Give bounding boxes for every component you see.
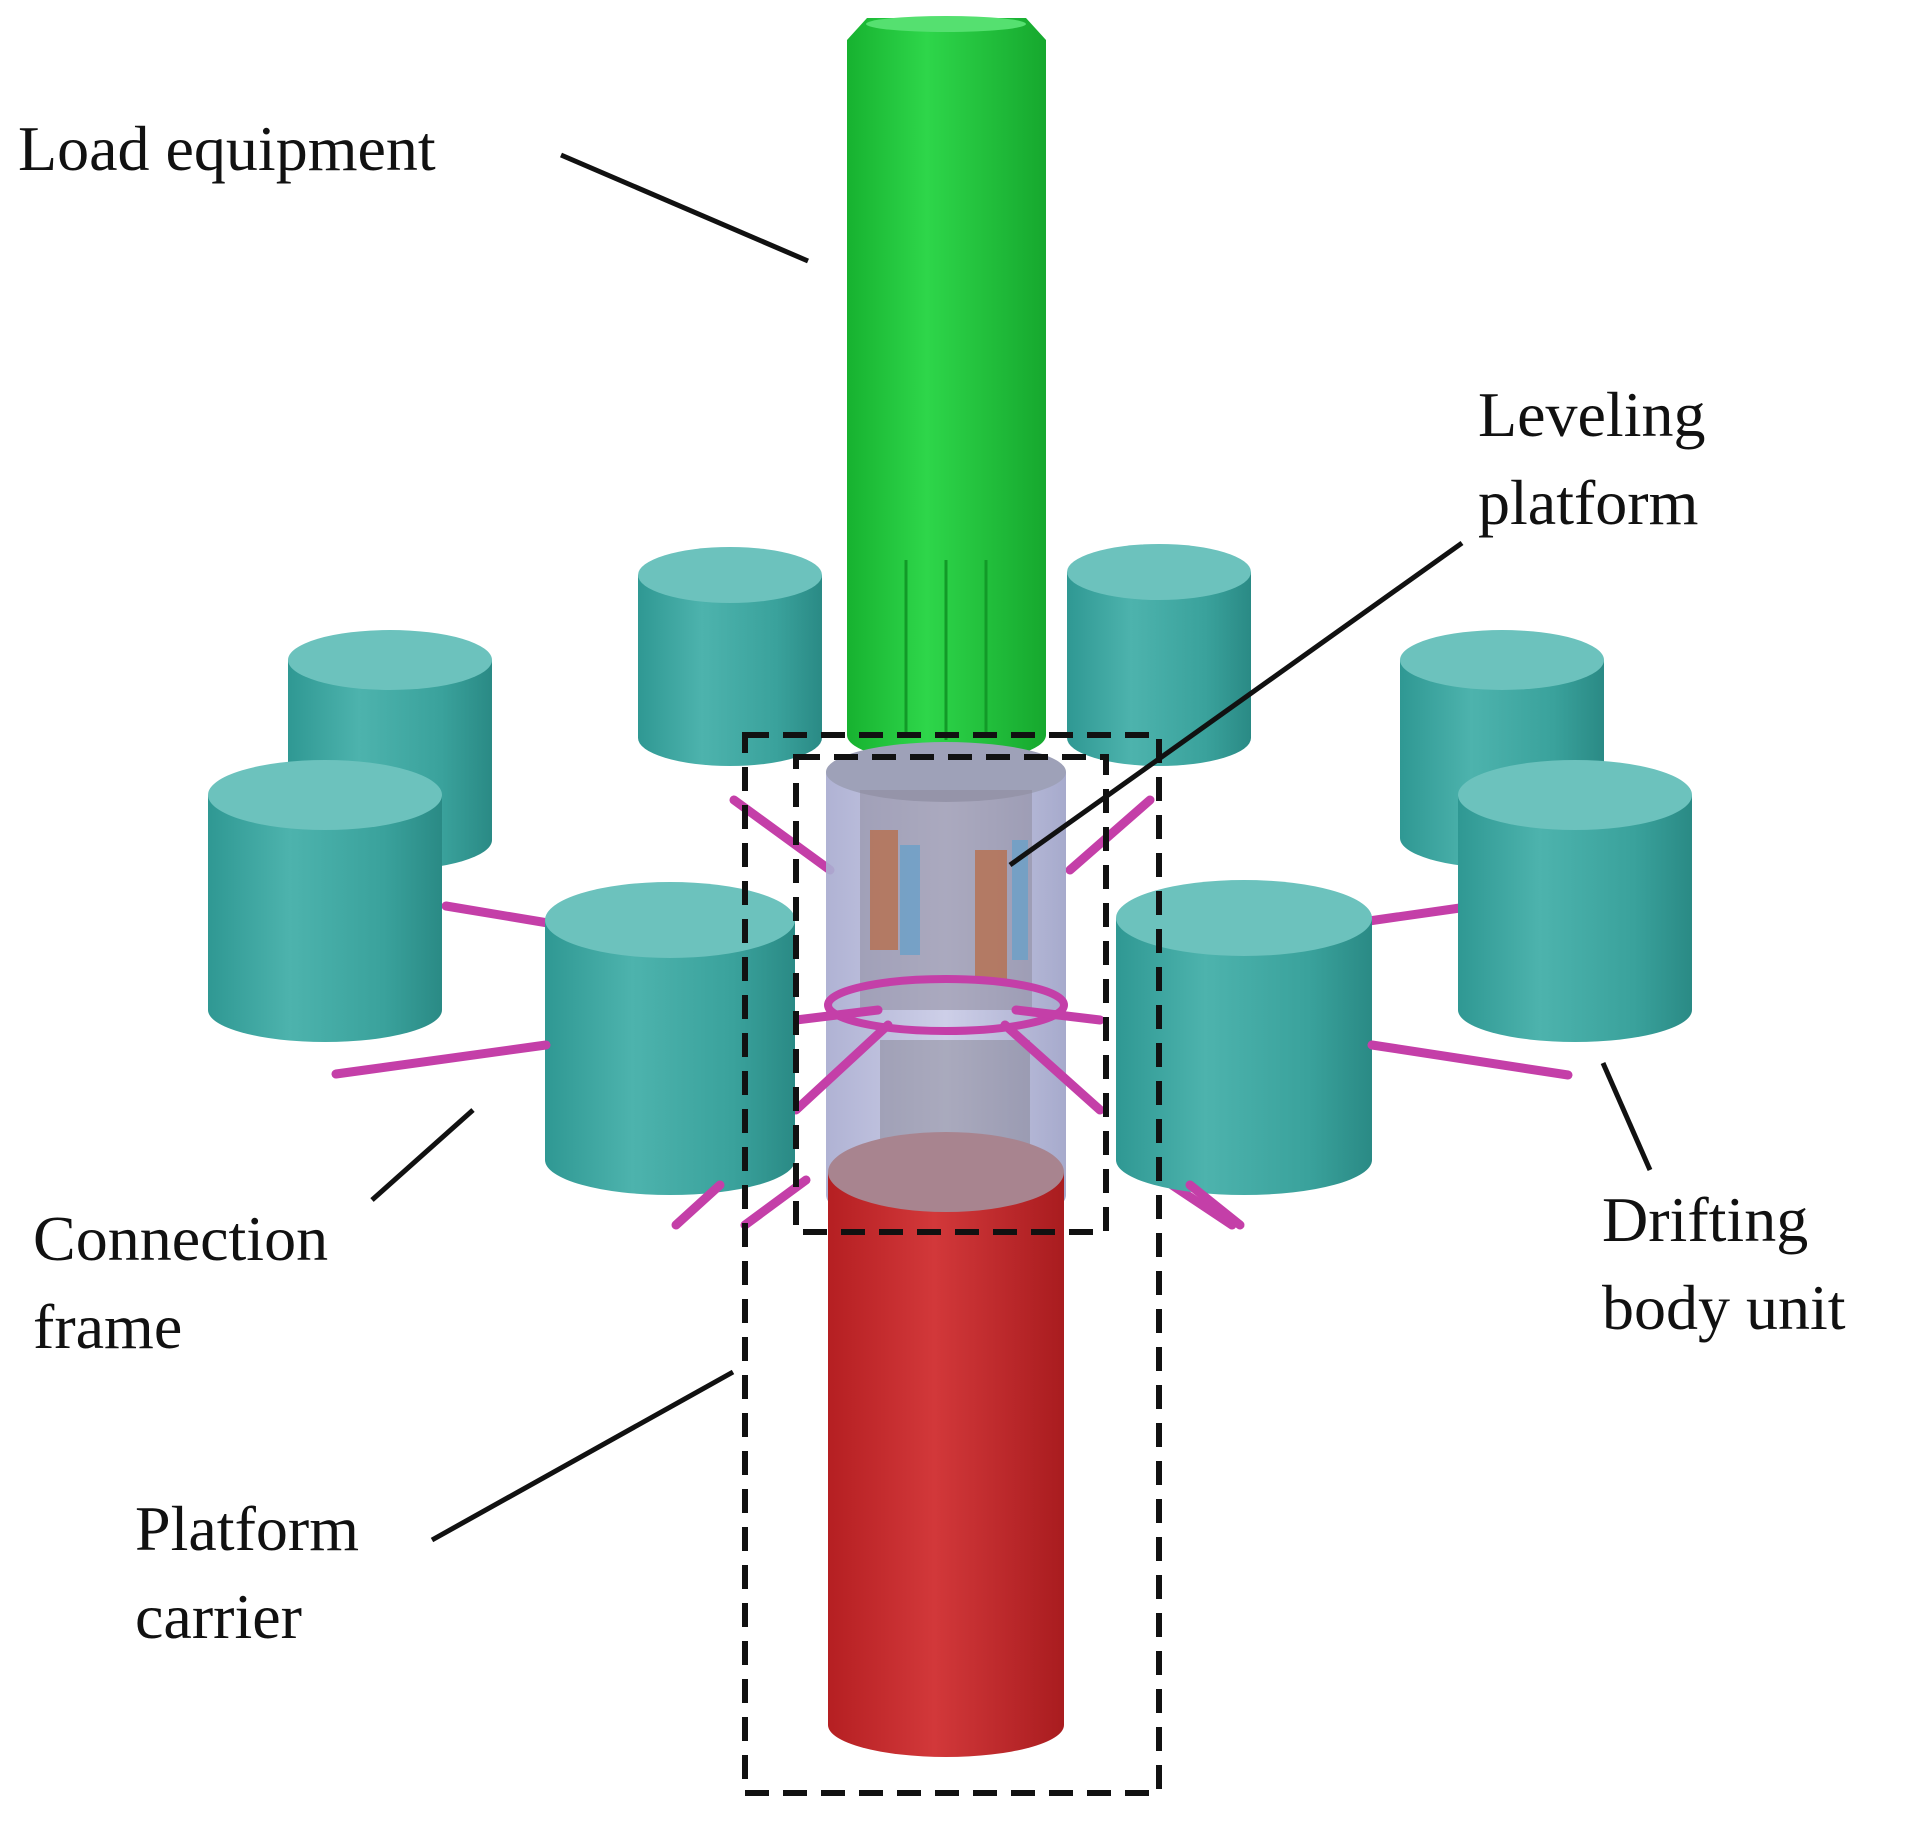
label-connection-frame: Connection frame xyxy=(33,1195,328,1371)
connection-frame xyxy=(331,1040,1573,1230)
leader-line-load-equipment xyxy=(560,152,809,264)
label-leveling-platform: Leveling platform xyxy=(1478,371,1705,547)
leader-line-platform-carrier xyxy=(430,1369,735,1543)
label-line: frame xyxy=(33,1291,183,1362)
label-load-equipment: Load equipment xyxy=(18,113,436,184)
label-line: Drifting xyxy=(1602,1184,1809,1255)
label-line: Leveling xyxy=(1478,379,1706,450)
platform-carrier xyxy=(828,1132,1064,1757)
drifting-body-unit xyxy=(1458,760,1692,1042)
label-line: platform xyxy=(1478,467,1699,538)
label-line: Connection xyxy=(33,1203,329,1274)
label-platform-carrier: Platform carrier xyxy=(135,1485,359,1661)
connection-frame xyxy=(441,795,1465,930)
drifting-body-unit xyxy=(1116,880,1372,1195)
leveling-platform-box xyxy=(793,754,1109,1235)
drifting-body-unit xyxy=(638,547,822,766)
label-line: carrier xyxy=(135,1581,302,1652)
leader-line-connection-frame xyxy=(370,1108,475,1202)
label-line: body unit xyxy=(1602,1272,1846,1343)
leader-line-leveling-platform xyxy=(1008,540,1464,868)
label-line: Platform xyxy=(135,1493,359,1564)
drifting-body-unit xyxy=(208,760,442,1042)
drifting-body-unit xyxy=(545,882,795,1195)
leader-line-drifting-body xyxy=(1600,1061,1653,1172)
label-drifting-body-unit: Drifting body unit xyxy=(1602,1176,1846,1352)
connection-frame xyxy=(740,1005,1237,1230)
load-equipment xyxy=(847,16,1046,764)
platform-carrier-box xyxy=(742,732,1162,1796)
drifting-body-unit xyxy=(1067,544,1251,766)
